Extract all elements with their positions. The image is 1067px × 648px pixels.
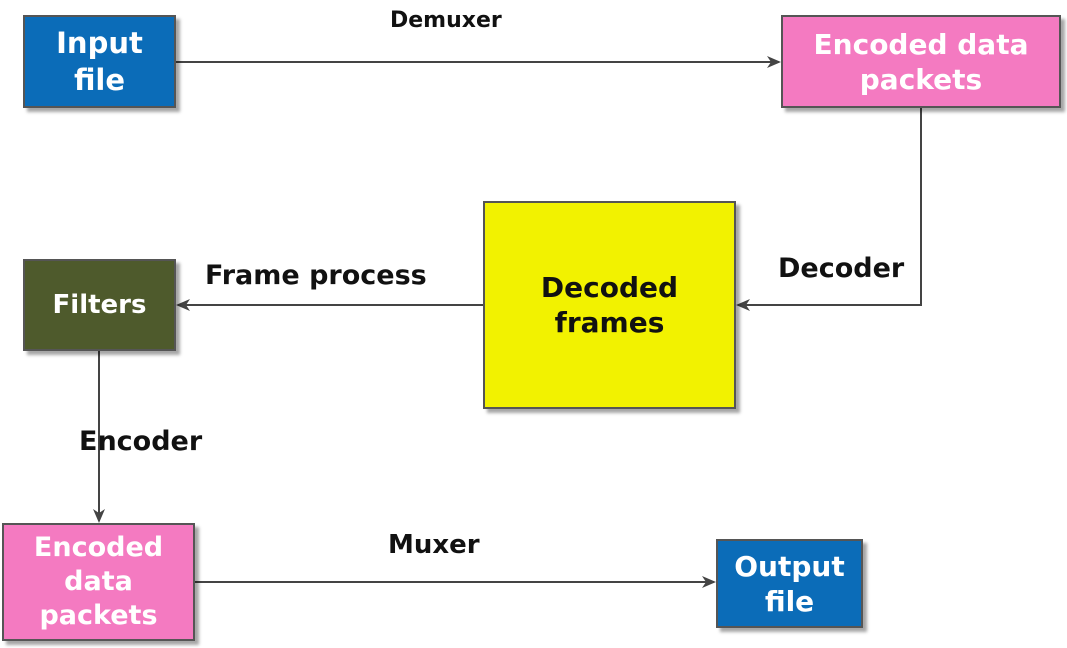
filters-label: Filters [52,289,147,320]
decoded-frames-label: Decoded frames [540,271,679,339]
demuxer-edge-label: Demuxer [390,8,502,33]
input-file-box: Input file [23,15,176,108]
output-file-box: Output file [716,539,863,628]
arrow-encoded-to-decoded [736,108,922,311]
encoded-data-packets-top-box: Encoded data packets [781,15,1061,108]
muxer-edge-label: Muxer [388,530,480,560]
output-file-label: Output file [734,549,845,618]
decoded-frames-box: Decoded frames [483,201,736,409]
encoder-edge-label: Encoder [79,426,203,457]
encoded-data-packets-top-label: Encoded data packets [813,27,1029,96]
input-file-label: Input file [56,26,143,97]
frame-process-edge-label: Frame process [205,260,427,291]
filters-box: Filters [23,259,176,351]
decoder-edge-label: Decoder [778,253,905,284]
encoded-data-packets-bottom-box: Encoded data packets [2,523,195,641]
encoded-data-packets-bottom-label: Encoded data packets [33,532,164,631]
